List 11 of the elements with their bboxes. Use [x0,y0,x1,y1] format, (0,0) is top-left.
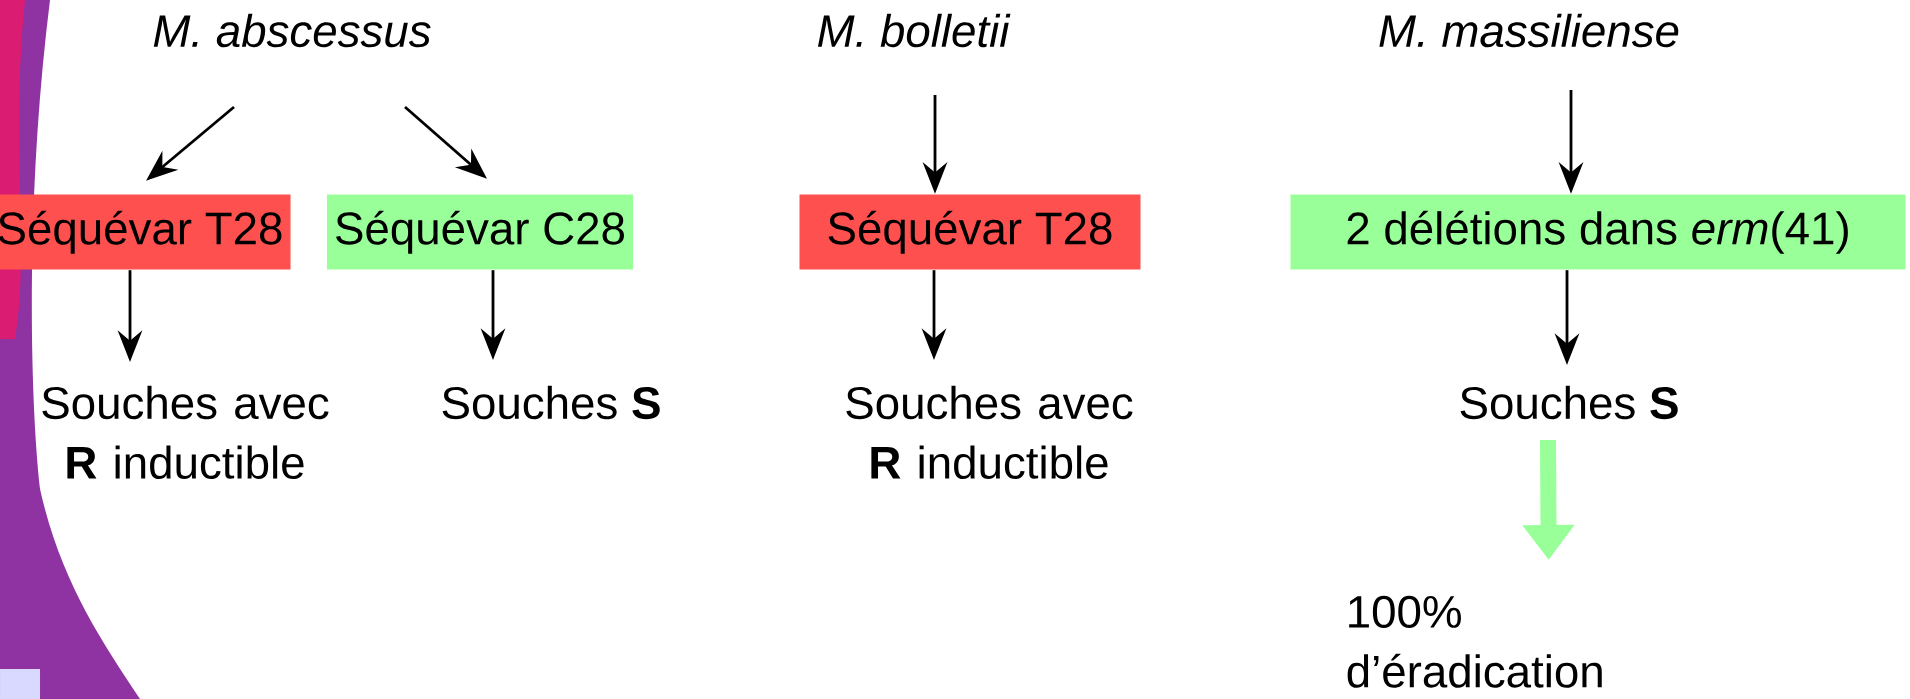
variant-box: 2 délétions dans erm(41) [1290,194,1906,270]
variant-box: Séquévar T28 [799,194,1141,270]
result-text: Souches avec R inductible [846,385,1133,479]
variant-box: Séquévar C28 [326,194,634,270]
result-text: Souches S [442,385,660,420]
result-text: Souches S [1460,385,1678,420]
species-name: M. bolletii [817,13,1011,48]
outcome-text: 100% d’éradication [1347,595,1602,688]
result-text: Souches avec R inductible [42,385,329,479]
species-name: M. abscessus [153,13,431,48]
species-name: M. massiliense [1379,13,1679,48]
